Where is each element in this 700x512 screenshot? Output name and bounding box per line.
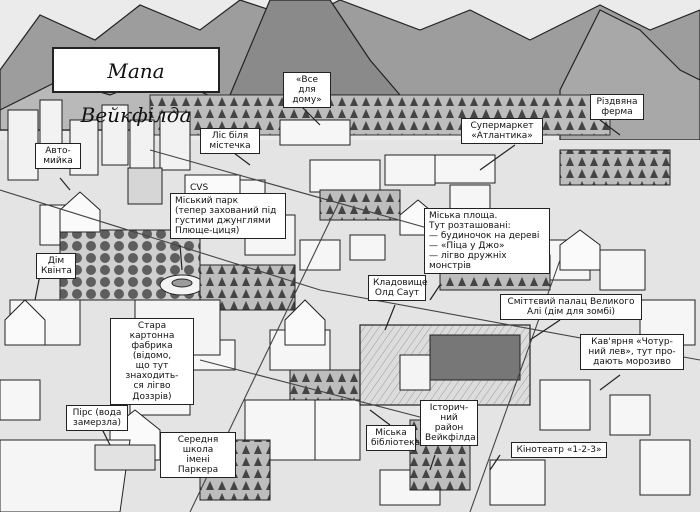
label-cinema: Кінотеатр «1-2-3» [511,442,607,459]
label-pier: Пірс (вода замерзла) [66,405,128,432]
label-old-south-cemetery: Кладовище Олд Саут [368,275,428,302]
city-park [59,229,205,301]
map-title: Мапа Вейкфілда [52,47,220,127]
label-all-for-home: «Все для дому» [283,72,331,109]
downtown-buildings [7,99,191,205]
label-quint-house: Дім Квінта [36,253,76,280]
leader-lines [34,104,621,471]
label-forest: Ліс біля містечка [200,128,260,155]
label-cafe: Кав'ярня «Чотур- ний лев», тут про- дают… [580,334,684,371]
label-supermarket: Супермаркет «Атлантика» [461,118,543,145]
label-old-factory: Стара картонна фабрика (відомо, що тут з… [110,318,194,405]
label-junk-palace: Сміттєвий палац Великого Алі (дім для зо… [500,294,642,321]
cvs-sign: CVS [190,183,208,193]
label-city-park: Міський парк (тепер захований під густим… [170,193,286,240]
pier [94,444,156,471]
label-christmas-farm: Різдвяна ферма [590,94,644,121]
tree-grove [559,149,671,186]
label-library: Міська бібліотека [366,425,420,452]
label-historic-district: Історич- ний район Вейкфілда [420,400,478,447]
junk-palace-lot [359,324,531,406]
label-city-square: Міська площа. Тут розташовані: — будиноч… [424,208,550,275]
label-car-wash: Авто- мийка [35,143,81,170]
label-middle-school: Середня школа імені Паркера [160,432,236,479]
